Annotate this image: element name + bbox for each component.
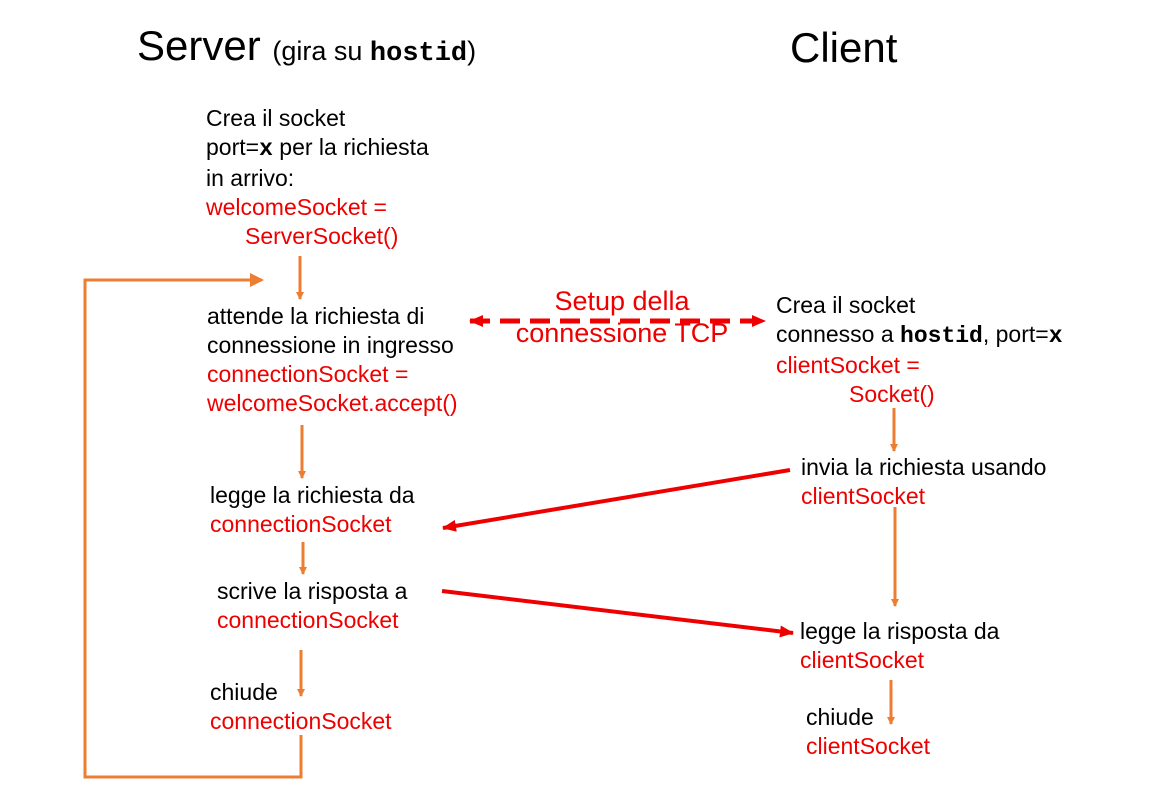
reply-message-arrow [441,589,794,638]
server-write-code1: connectionSocket [217,607,399,633]
server-read-step: legge la richiesta da connectionSocket [210,481,415,539]
client-create-port-var: x [1048,323,1063,349]
server-create-port-suffix: per la richiesta [272,134,429,160]
server-create-line3: in arrivo: [206,165,295,191]
request-message-arrow [442,468,791,532]
client-create-host: hostid [900,323,983,349]
client-close-line1: chiude [806,704,874,730]
client-send-line1: invia la richiesta usando [801,454,1047,480]
server-close-code1: connectionSocket [210,708,392,734]
client-send-code1: clientSocket [801,483,926,509]
server-host-note: (gira su hostid) [272,36,477,69]
client-create-connected-label: connesso a [776,321,901,347]
server-heading: Server (gira su hostid) [137,22,476,78]
client-close-step: chiude clientSocket [806,703,930,761]
server-wait-code1: connectionSocket = [207,361,409,387]
server-note-prefix: (gira su [272,36,370,66]
client-close-code1: clientSocket [806,733,931,759]
server-write-line1: scrive la risposta a [217,578,408,604]
server-wait-line1: attende la richiesta di [207,303,425,329]
client-read-line1: legge la risposta da [800,618,1000,644]
server-create-line2: port=x per la richiesta [206,133,429,164]
server-close-step: chiude connectionSocket [210,678,392,736]
client-create-code2: Socket() [849,381,935,407]
server-note-suffix: ) [467,36,477,66]
server-wait-line2: connessione in ingresso [207,332,454,358]
client-heading: Client [790,24,897,72]
client-create-step: Crea il socket connesso a hostid, port=x… [776,291,1063,409]
server-title: Server [137,22,261,69]
server-wait-code2: welcomeSocket.accept() [207,390,458,416]
server-create-step: Crea il socket port=x per la richiesta i… [206,104,429,251]
server-create-port-label: port= [206,134,260,160]
connection-label-line1: Setup della [554,286,690,316]
server-read-code1: connectionSocket [210,511,392,537]
server-loop-line [83,273,303,779]
client-create-code1: clientSocket = [776,352,920,378]
server-read-line1: legge la richiesta da [210,482,415,508]
server-create-port-var: x [259,136,273,162]
client-create-line2: connesso a hostid, port=x [776,320,1063,351]
server-wait-step: attende la richiesta di connessione in i… [207,302,458,418]
client-send-step: invia la richiesta usando clientSocket [801,453,1046,511]
server-create-code2: ServerSocket() [245,223,399,249]
client-create-line1: Crea il socket [776,292,916,318]
client-read-code1: clientSocket [800,647,925,673]
server-write-step: scrive la risposta a connectionSocket [217,577,407,635]
client-read-step: legge la risposta da clientSocket [800,617,999,675]
server-create-line1: Crea il socket [206,105,346,131]
server-create-code1: welcomeSocket = [206,194,387,220]
server-note-host: hostid [369,39,468,69]
client-create-port-label: , port= [982,321,1049,347]
client-title: Client [790,24,898,71]
server-close-line1: chiude [210,679,278,705]
